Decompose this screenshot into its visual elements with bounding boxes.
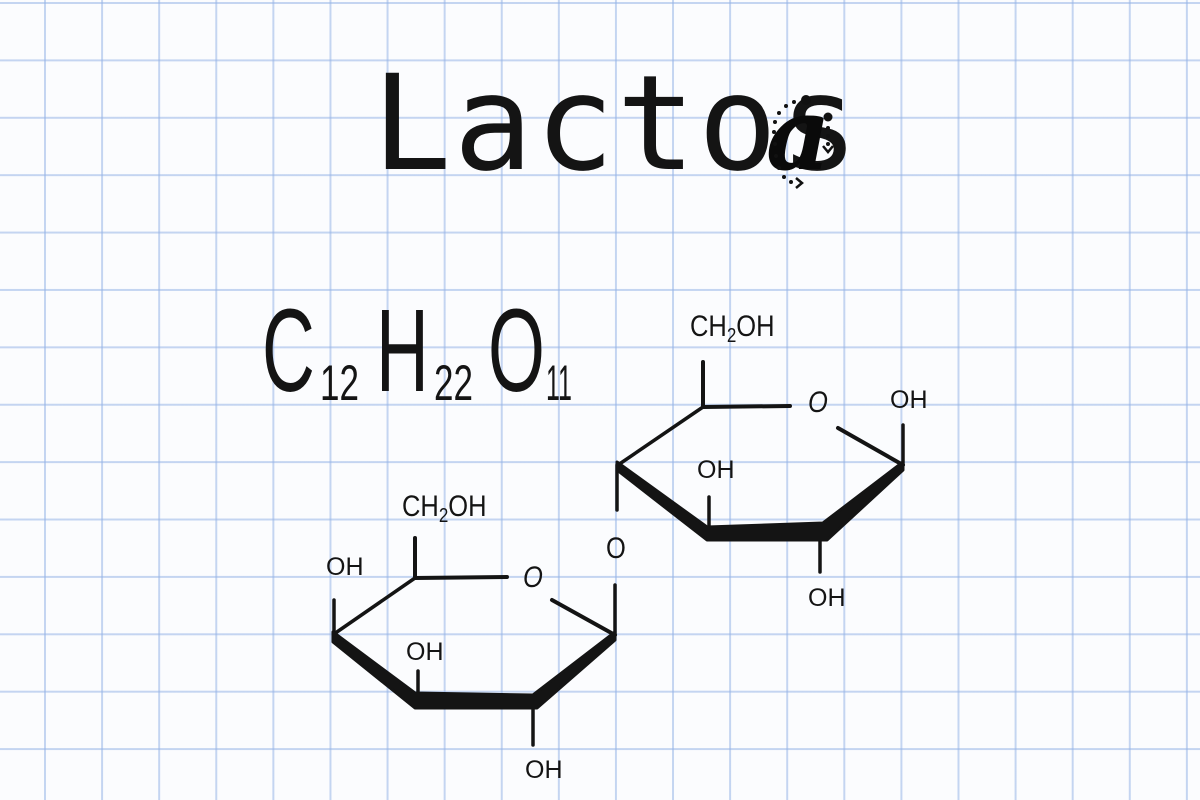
lower-ch2oh-label: CH2OH (402, 490, 487, 527)
upper-c2-oh-label: OH (808, 584, 846, 612)
upper-ring-bonds (615, 360, 905, 574)
upper-ch2oh-label: CH2OH (690, 310, 775, 347)
lower-ring-oxygen-label: O (523, 561, 543, 594)
lower-c2-oh-label: OH (525, 756, 563, 784)
upper-c3-oh-label: OH (697, 456, 735, 484)
accent-glyph: a (766, 75, 831, 193)
formula-count-c: 12 (320, 355, 359, 411)
upper-ring-oxygen-label: O (808, 386, 828, 419)
lower-c4-oh-label: OH (326, 553, 364, 581)
lower-ring-bonds (331, 536, 617, 747)
title-accent-letter: a (758, 82, 838, 192)
glycosidic-oxygen-label: O (606, 532, 626, 565)
formula-count-h: 22 (434, 355, 473, 411)
molecular-formula: C 12 H 22 O 11 (262, 292, 586, 410)
lower-c3-oh-label: OH (406, 638, 444, 666)
dotted-arrow-icon (772, 95, 834, 189)
upper-anomeric-oh-label: OH (890, 386, 928, 414)
glycosidic-bond (613, 463, 619, 637)
